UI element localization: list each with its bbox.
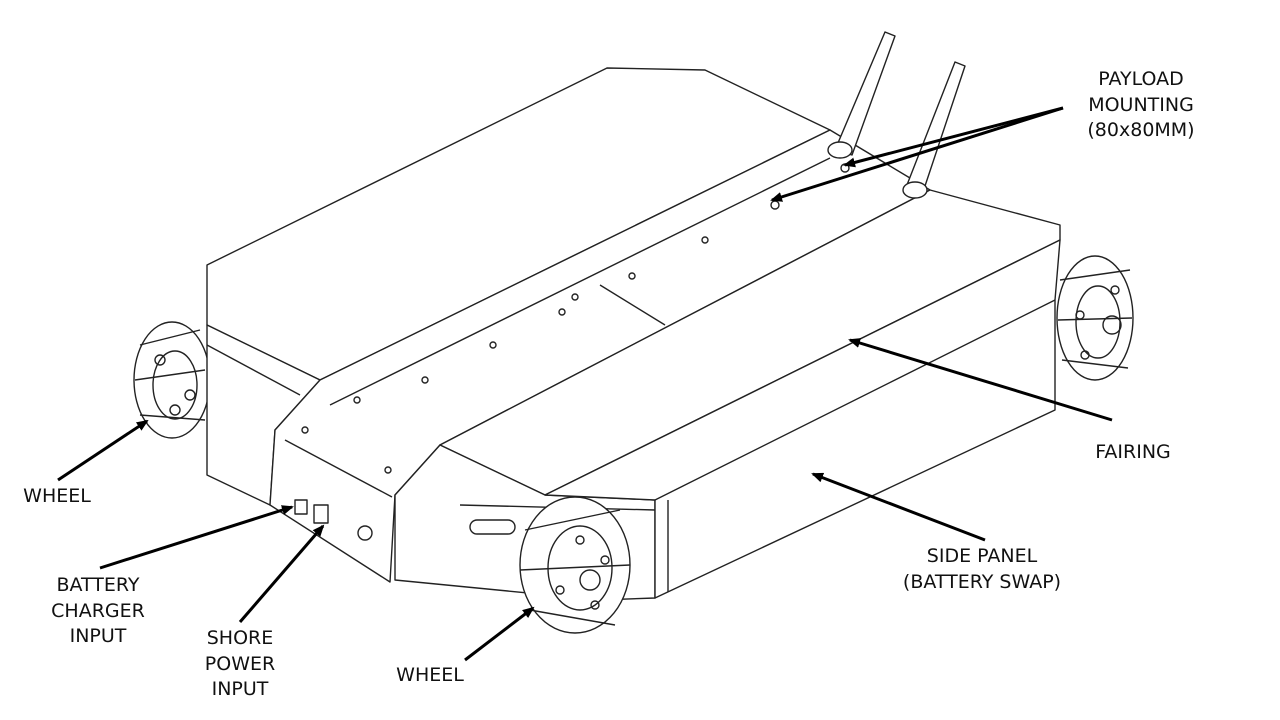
label-line: BATTERY [56, 574, 140, 596]
label-fairing: FAIRING [1095, 440, 1171, 466]
label-line: INPUT [69, 625, 127, 647]
front-wheel [519, 496, 631, 634]
label-line: WHEEL [23, 485, 91, 507]
label-line: SIDE PANEL [926, 545, 1038, 567]
label-shore-power-input: SHORE POWER INPUT [205, 626, 275, 703]
label-line: WHEEL [396, 664, 464, 686]
label-line: MOUNTING [1088, 93, 1194, 116]
arrow-battery-charger [99, 505, 294, 570]
label-battery-charger-input: BATTERY CHARGER INPUT [51, 573, 145, 650]
label-line: (80x80MM) [1087, 119, 1195, 141]
label-line: POWER [204, 652, 276, 675]
label-line: PAYLOAD [1098, 68, 1184, 90]
chassis-left-box [206, 67, 831, 506]
arrow-side-panel [811, 472, 986, 542]
arrow-shore-power [238, 524, 325, 623]
label-wheel-left: WHEEL [23, 484, 91, 510]
arrow-wheel-left [57, 419, 149, 482]
label-side-panel: SIDE PANEL (BATTERY SWAP) [903, 544, 1061, 595]
label-line: (BATTERY SWAP) [902, 570, 1062, 593]
arrow-fairing [848, 338, 1113, 422]
label-wheel-bottom: WHEEL [396, 663, 464, 689]
arrow-payload-2 [770, 106, 1064, 202]
arrow-wheel-bottom [464, 606, 535, 662]
label-line: INPUT [211, 678, 269, 700]
label-payload-mounting: PAYLOAD MOUNTING (80x80MM) [1087, 67, 1194, 144]
label-line: FAIRING [1095, 441, 1171, 463]
right-wheel [1056, 255, 1134, 381]
label-line: CHARGER [51, 599, 145, 622]
label-line: SHORE [206, 627, 274, 649]
side-panel [544, 239, 1061, 599]
arrow-payload-1 [843, 106, 1064, 168]
antennas [827, 31, 966, 199]
